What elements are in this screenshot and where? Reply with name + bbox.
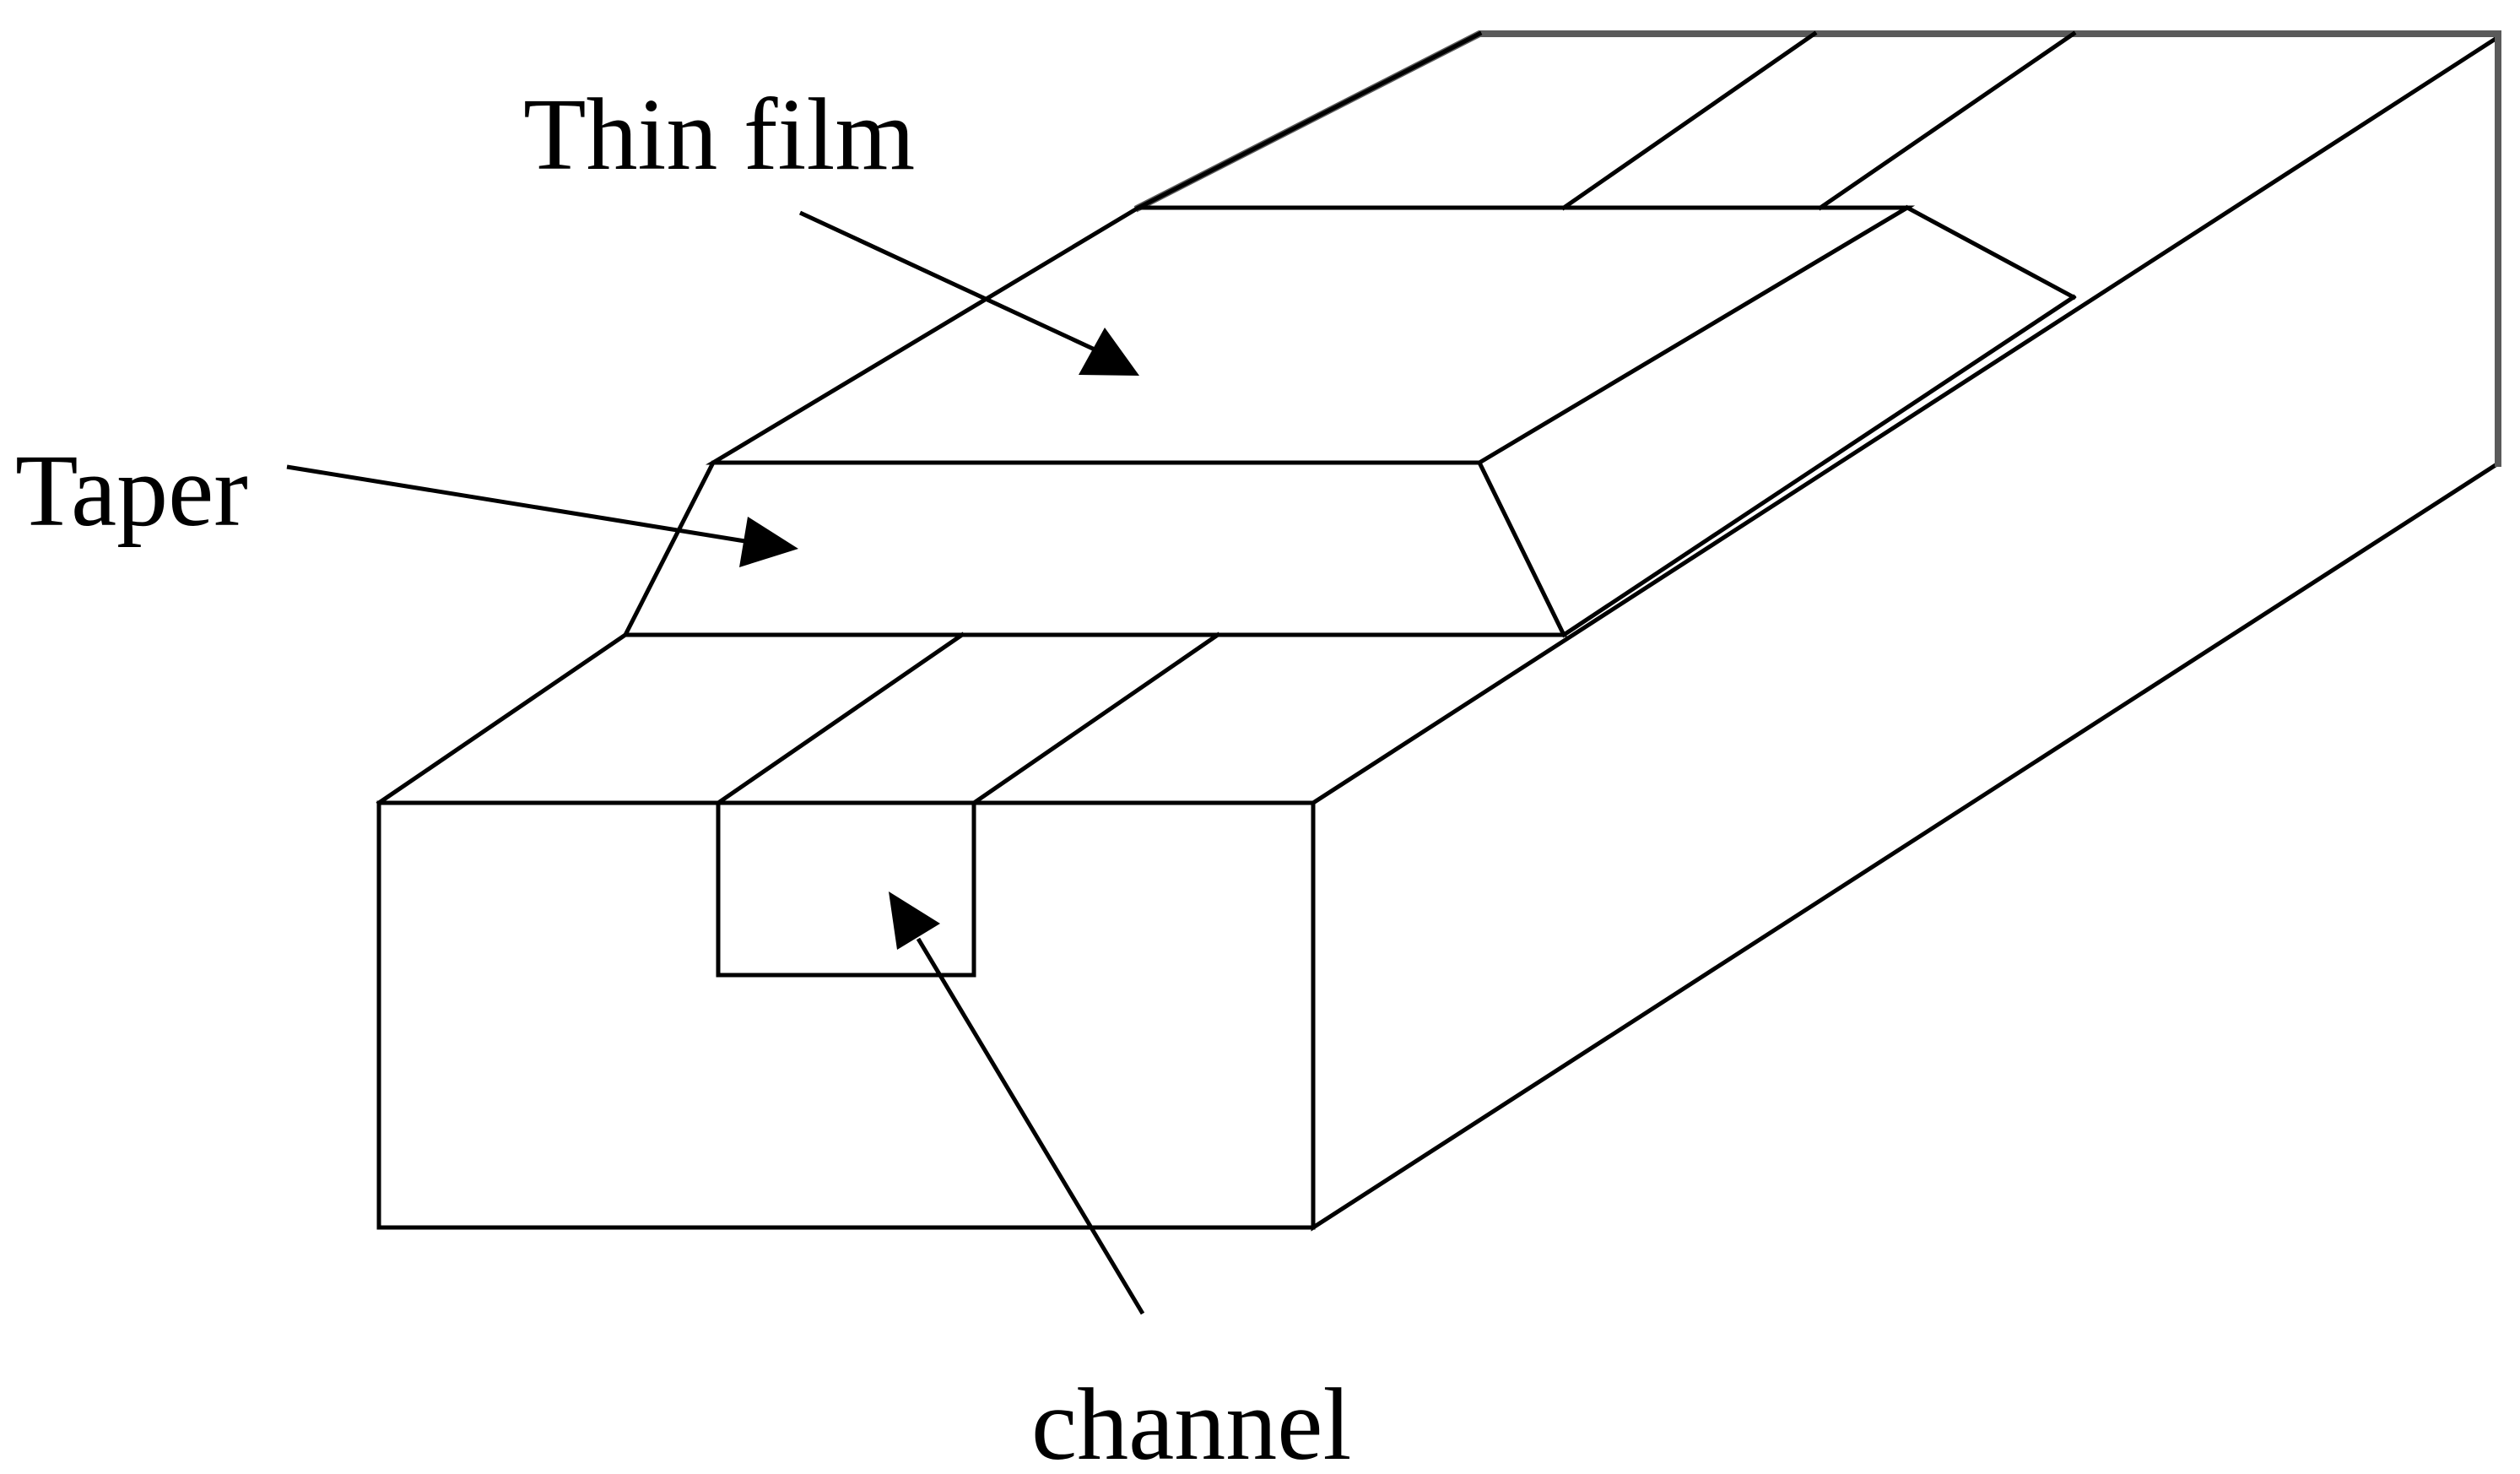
substrate-back-left-edge [1135, 30, 1483, 211]
substrate-top-right-edge [1560, 294, 2077, 638]
channel-strip-right-back [1817, 30, 2077, 211]
substrate-side-face [1311, 33, 2501, 1232]
thin-film-pointer [798, 210, 1139, 376]
taper-front-face [621, 460, 1568, 637]
channel-arrowhead [889, 891, 940, 950]
thin-film-label: Thin film [523, 78, 915, 192]
channel-label: channel [1031, 1368, 1351, 1474]
substrate-front-face [376, 800, 1316, 1230]
substrate-top-left-edge [376, 631, 629, 806]
taper-label: Taper [15, 434, 248, 548]
thin-film-back-slope [1904, 204, 2077, 301]
channel-strip-right-front [971, 631, 1221, 806]
taper-arrowhead [739, 517, 798, 567]
channel-cross-section [716, 800, 976, 978]
taper-pointer [286, 464, 798, 567]
channel-pointer [889, 891, 1145, 1315]
thin-film-arrowhead [1079, 328, 1139, 376]
substrate-back-edge [1133, 30, 2501, 467]
channel-strip-left-back [1560, 30, 1818, 211]
channel-strip-left-front [715, 631, 965, 806]
thin-film-top-face [705, 205, 1916, 465]
